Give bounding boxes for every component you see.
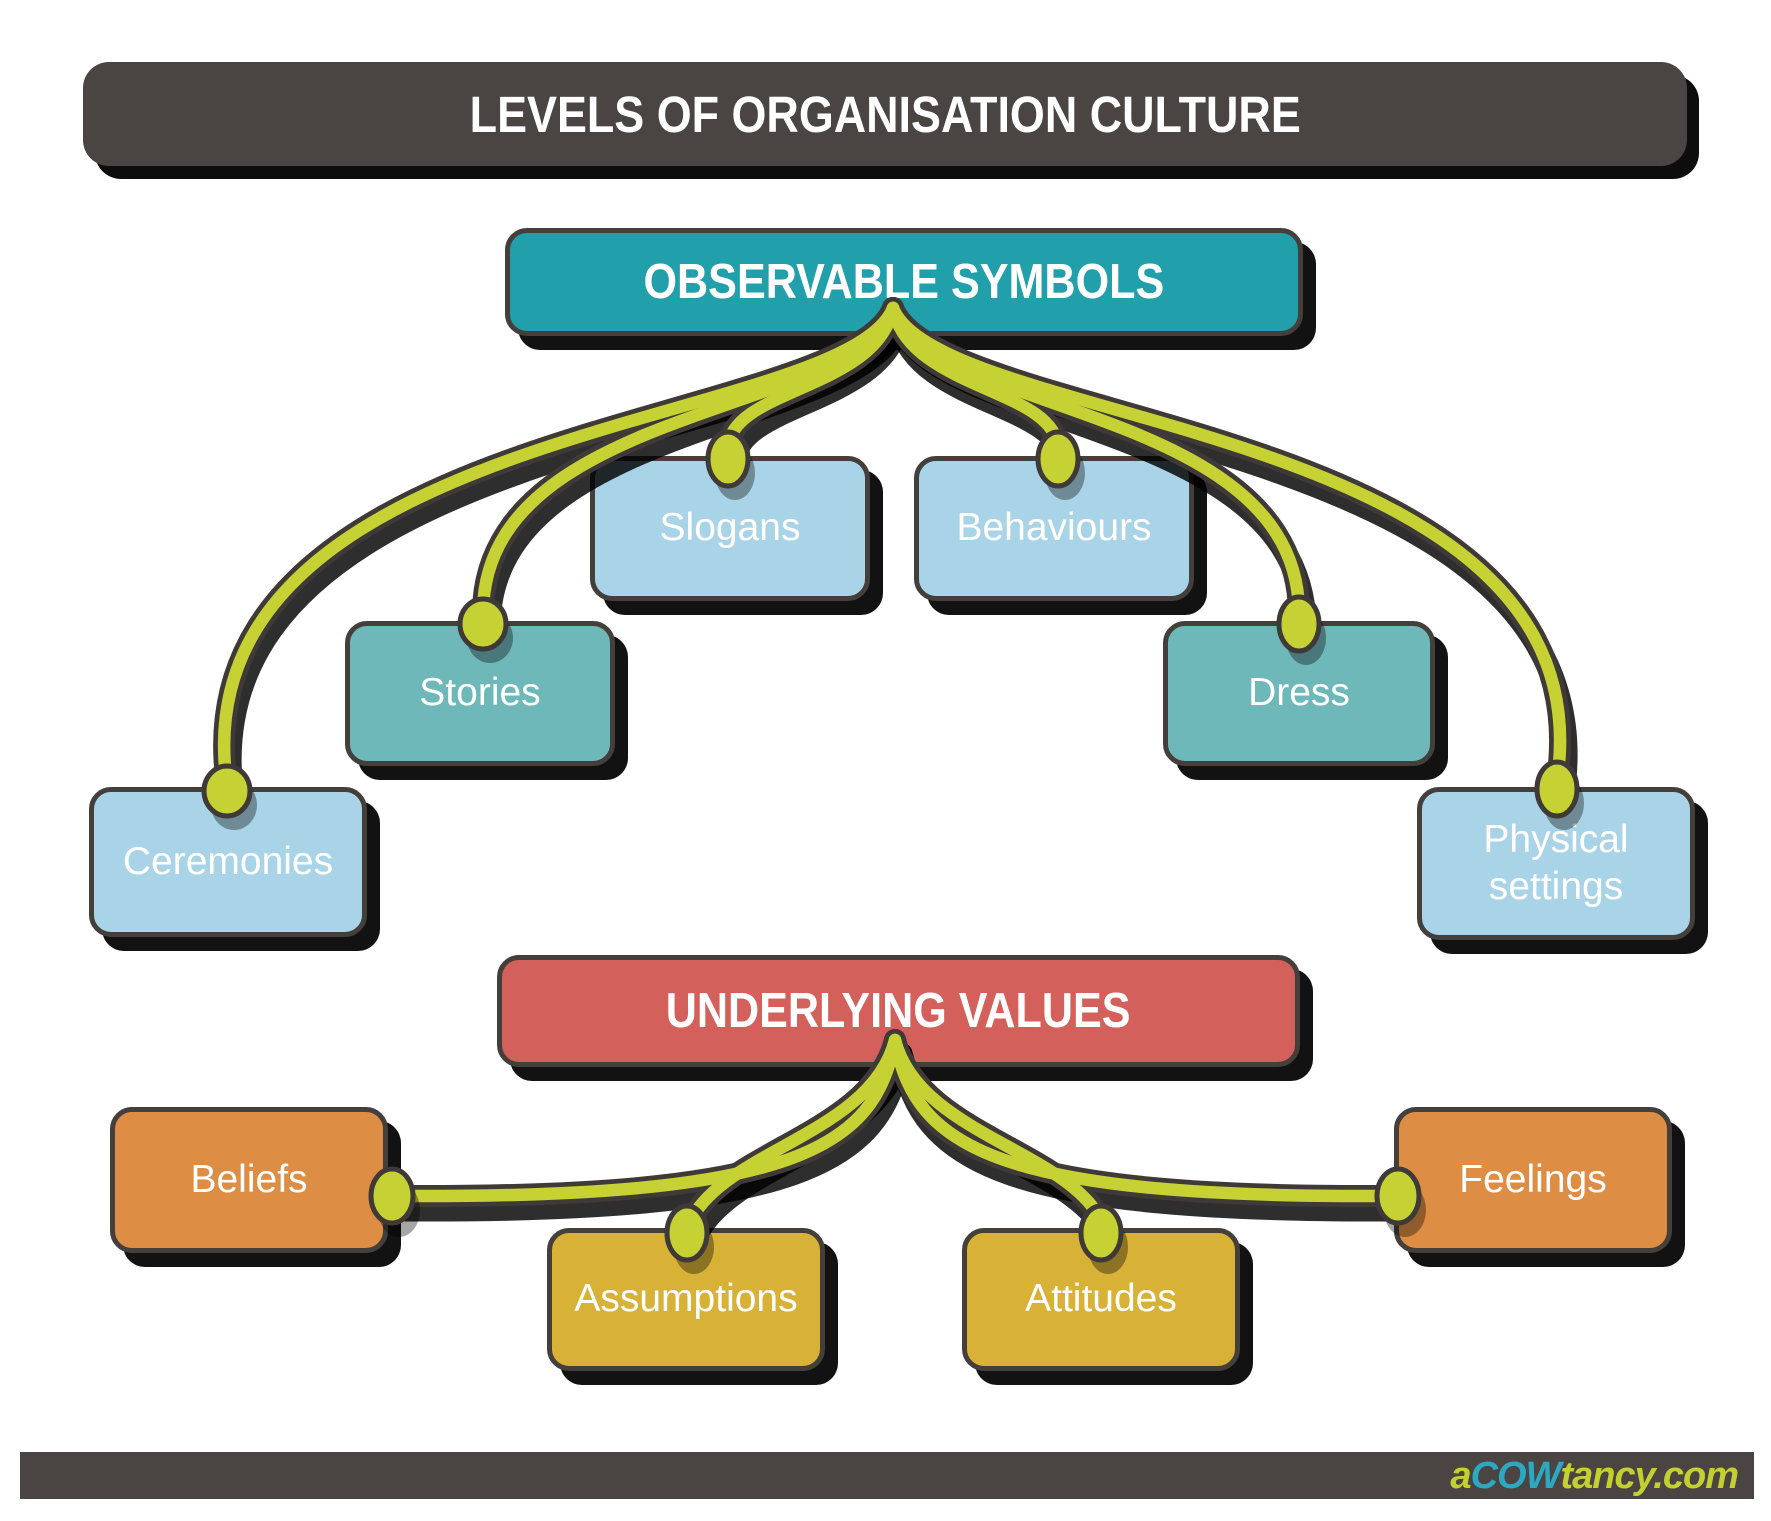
connector-shadows <box>230 322 1566 1238</box>
node-slogans: Slogans <box>590 456 870 601</box>
physical-settings-label: Physical settings <box>1483 818 1629 908</box>
node-behaviours: Behaviours <box>914 456 1194 601</box>
stories-label: Stories <box>419 671 541 715</box>
underlying-values-label: UNDERLYING VALUES <box>666 984 1131 1038</box>
node-observable-symbols: OBSERVABLE SYMBOLS <box>505 228 1303 336</box>
brand-part-cow: COW <box>1470 1454 1562 1497</box>
connector-bulbs <box>201 429 1584 1274</box>
attitudes-label: Attitudes <box>1025 1277 1177 1321</box>
node-assumptions: Assumptions <box>547 1228 825 1371</box>
behaviours-label: Behaviours <box>956 506 1152 550</box>
brand-logo: aCOWtancy.com <box>1450 1457 1754 1495</box>
connector-underlying-attitudes <box>895 1040 1103 1224</box>
node-underlying-values: UNDERLYING VALUES <box>497 955 1300 1067</box>
footer-bar: aCOWtancy.com <box>20 1452 1754 1499</box>
ceremonies-label: Ceremonies <box>122 839 334 883</box>
assumptions-label: Assumptions <box>574 1277 798 1321</box>
node-dress: Dress <box>1163 621 1435 766</box>
title-bar: LEVELS OF ORGANISATION CULTURE <box>83 62 1687 166</box>
connector-outlines <box>224 308 1560 1224</box>
slogans-label: Slogans <box>659 506 801 550</box>
node-physical-settings: Physical settings <box>1417 787 1695 940</box>
beliefs-label: Beliefs <box>190 1157 308 1201</box>
connector-underlying-assumptions <box>689 1040 895 1224</box>
brand-part-a: a <box>1450 1454 1471 1497</box>
feelings-label: Feelings <box>1459 1157 1607 1201</box>
page-title: LEVELS OF ORGANISATION CULTURE <box>469 85 1301 143</box>
node-stories: Stories <box>345 621 615 766</box>
node-feelings: Feelings <box>1394 1107 1672 1253</box>
node-beliefs: Beliefs <box>110 1107 388 1253</box>
node-attitudes: Attitudes <box>962 1228 1240 1371</box>
connector-fills <box>224 308 1560 1224</box>
node-ceremonies: Ceremonies <box>89 787 367 937</box>
observable-symbols-label: OBSERVABLE SYMBOLS <box>643 255 1165 309</box>
brand-part-tancy: tancy.com <box>1560 1454 1739 1497</box>
dress-label: Dress <box>1248 671 1350 715</box>
